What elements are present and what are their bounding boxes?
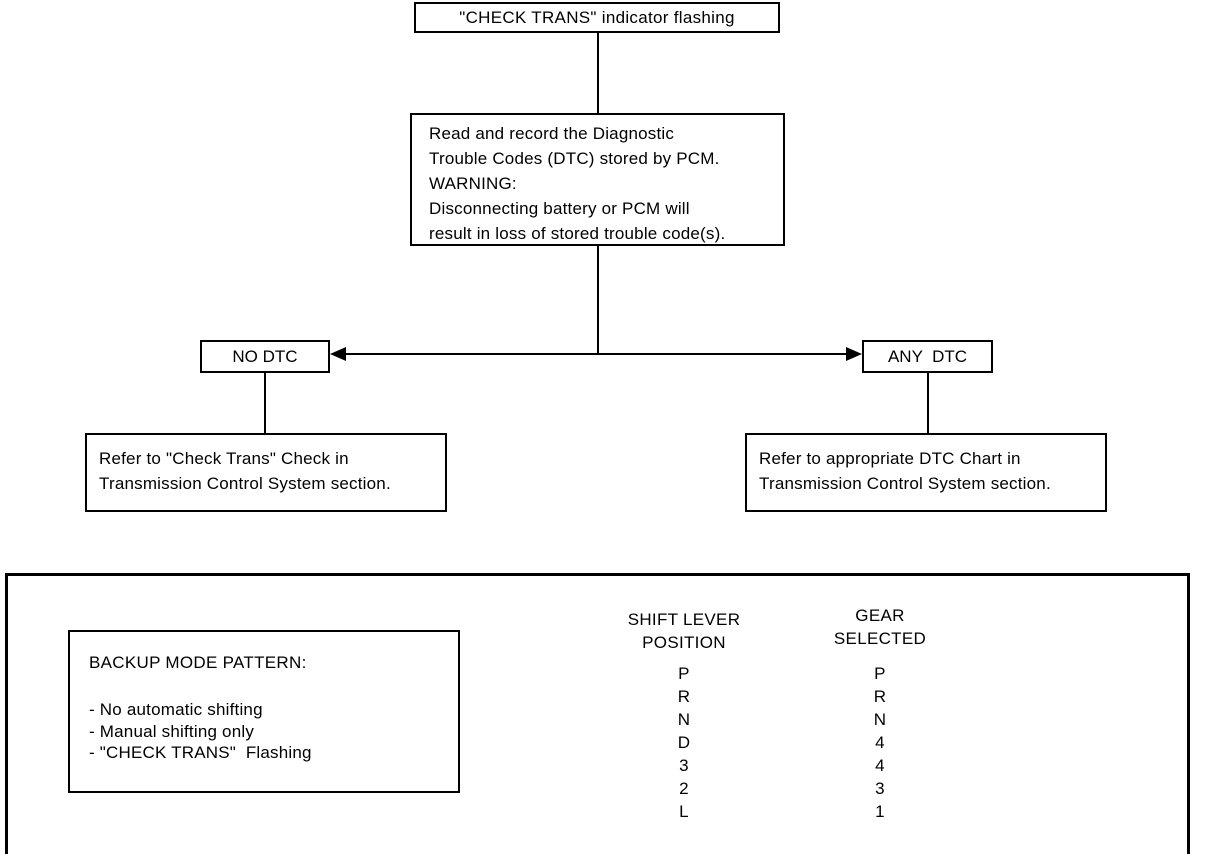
backup-bullet: - "CHECK TRANS" Flashing — [89, 743, 312, 762]
backup-bullet: - No automatic shifting — [89, 700, 263, 719]
read-record-line: Disconnecting battery or PCM will — [429, 199, 690, 218]
gear-selected-value: 3 — [875, 779, 885, 798]
read-record-line: Read and record the Diagnostic — [429, 124, 675, 143]
node-check-trans-label: "CHECK TRANS" indicator flashing — [459, 7, 735, 27]
refer-dtc-chart-line: Transmission Control System section. — [759, 474, 1051, 493]
gear-selected-value: 1 — [875, 802, 885, 821]
connector-branch-horizontal — [344, 353, 849, 355]
shift-lever-header-line: POSITION — [642, 633, 726, 652]
shift-position-value: P — [678, 664, 690, 683]
shift-position-value: R — [677, 687, 691, 706]
node-no-dtc-label: NO DTC — [232, 346, 298, 366]
node-check-trans-indicator: "CHECK TRANS" indicator flashing — [414, 2, 780, 33]
node-no-dtc: NO DTC — [200, 340, 330, 373]
backup-mode-pattern-title: BACKUP MODE PATTERN: — [89, 653, 307, 672]
read-record-line: WARNING: — [429, 174, 517, 193]
connector-read-to-branch — [597, 246, 599, 354]
shift-position-value: L — [679, 802, 689, 821]
connector-start-to-read — [597, 33, 599, 113]
gear-selected-value: P — [874, 664, 886, 683]
read-record-line: result in loss of stored trouble code(s)… — [429, 224, 726, 243]
arrowhead-left-icon — [330, 347, 346, 361]
gear-selected-value: 4 — [875, 756, 885, 775]
shift-position-value: D — [677, 733, 691, 752]
node-any-dtc: ANY DTC — [862, 340, 993, 373]
shift-lever-position-column: SHIFT LEVER POSITION P R N D 3 2 L — [610, 608, 758, 823]
gear-selected-header-line: SELECTED — [833, 629, 927, 648]
refer-dtc-chart-line: Refer to appropriate DTC Chart in — [759, 449, 1021, 468]
node-any-dtc-label: ANY DTC — [887, 346, 968, 366]
shift-position-value: 3 — [679, 756, 689, 775]
refer-check-trans-line: Refer to "Check Trans" Check in — [99, 449, 349, 468]
read-record-line: Trouble Codes (DTC) stored by PCM. — [429, 149, 720, 168]
gear-selected-values: P R N 4 4 3 1 — [806, 662, 954, 823]
arrowhead-right-icon — [846, 347, 862, 361]
node-refer-dtc-chart: Refer to appropriate DTC Chart in Transm… — [745, 433, 1107, 512]
gear-selected-value: R — [873, 687, 887, 706]
gear-selected-value: N — [873, 710, 887, 729]
shift-position-value: 2 — [679, 779, 689, 798]
node-read-record-dtc: Read and record the Diagnostic Trouble C… — [410, 113, 785, 246]
shift-lever-header-line: SHIFT LEVER — [627, 610, 741, 629]
node-refer-check-trans: Refer to "Check Trans" Check in Transmis… — [85, 433, 447, 512]
connector-no-dtc-to-refer — [264, 373, 266, 433]
refer-check-trans-line: Transmission Control System section. — [99, 474, 391, 493]
gear-selected-column: GEAR SELECTED P R N 4 4 3 1 — [806, 604, 954, 823]
backup-mode-pattern-box: BACKUP MODE PATTERN: - No automatic shif… — [68, 630, 460, 793]
gear-selected-value: 4 — [875, 733, 885, 752]
gear-selected-header-line: GEAR — [855, 606, 905, 625]
connector-any-dtc-to-refer — [927, 373, 929, 433]
shift-position-value: N — [677, 710, 691, 729]
shift-lever-values: P R N D 3 2 L — [610, 662, 758, 823]
backup-bullet: - Manual shifting only — [89, 721, 255, 741]
